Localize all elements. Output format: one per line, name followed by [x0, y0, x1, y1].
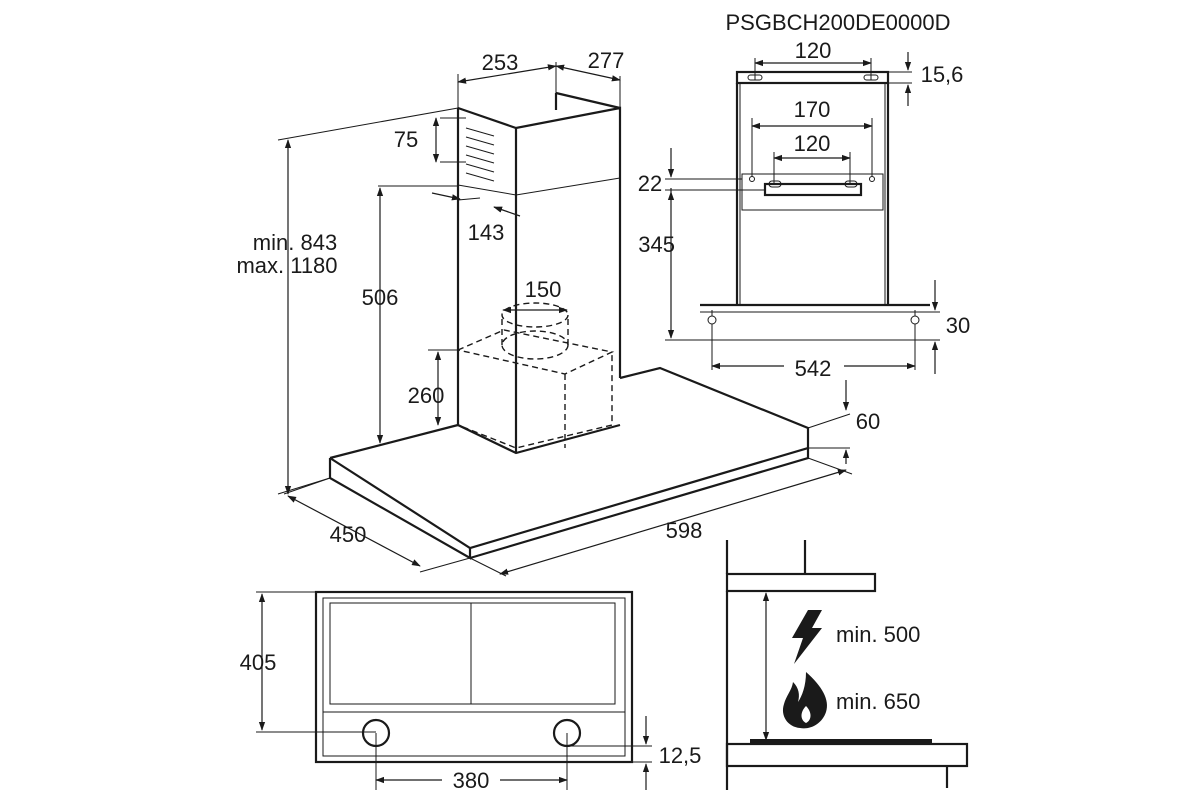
- bottom-depth-label: 405: [240, 650, 277, 675]
- hood-width-label: 598: [666, 518, 703, 543]
- chimney: [455, 91, 622, 455]
- clearance-view: min. 500 min. 650: [725, 540, 969, 790]
- hole-spacing-label: 380: [453, 768, 490, 793]
- vent-height-label: 75: [394, 127, 418, 152]
- model-code: PSGBCH200DE0000D: [725, 10, 950, 35]
- bracket-view: PSGBCH200DE0000D 120 15,6 170 120: [638, 10, 970, 381]
- bracket-slot-spacing-label: 120: [794, 131, 831, 156]
- hole-offset-label: 12,5: [659, 743, 702, 768]
- outlet-diameter-label: 150: [525, 277, 562, 302]
- flame-icon: [782, 672, 828, 729]
- bracket-height-label: 22: [638, 171, 662, 196]
- hood-thickness-label: 60: [856, 409, 880, 434]
- bracket-width-label: 170: [794, 97, 831, 122]
- lightning-bolt-icon: [792, 610, 822, 664]
- hood-depth-label: 450: [330, 522, 367, 547]
- top-slot-spacing-label: 120: [795, 38, 832, 63]
- chimney-height-label: 506: [362, 285, 399, 310]
- bottom-view: 405 380 12,5: [240, 590, 702, 793]
- screw-spacing-label: 542: [795, 356, 832, 381]
- height-min-label: min. 843: [253, 230, 337, 255]
- chimney-depth-label: 277: [588, 48, 625, 73]
- screw-offset-label: 30: [946, 313, 970, 338]
- chimney-width-label: 253: [482, 50, 519, 75]
- hood-canopy: [328, 366, 810, 560]
- top-offset-label: 15,6: [921, 62, 964, 87]
- bracket-to-hood-label: 345: [638, 232, 675, 257]
- height-max-label: max. 1180: [236, 253, 337, 278]
- vent-slots: [465, 127, 495, 182]
- electric-clearance-label: min. 500: [836, 622, 920, 647]
- main-isometric-view: 253 277 75 143 min. 843 max. 1180 506 15…: [236, 48, 880, 577]
- motor-height-label: 260: [408, 383, 445, 408]
- motor-box-hidden: [455, 302, 615, 449]
- gas-clearance-label: min. 650: [836, 689, 920, 714]
- vent-offset-label: 143: [468, 220, 505, 245]
